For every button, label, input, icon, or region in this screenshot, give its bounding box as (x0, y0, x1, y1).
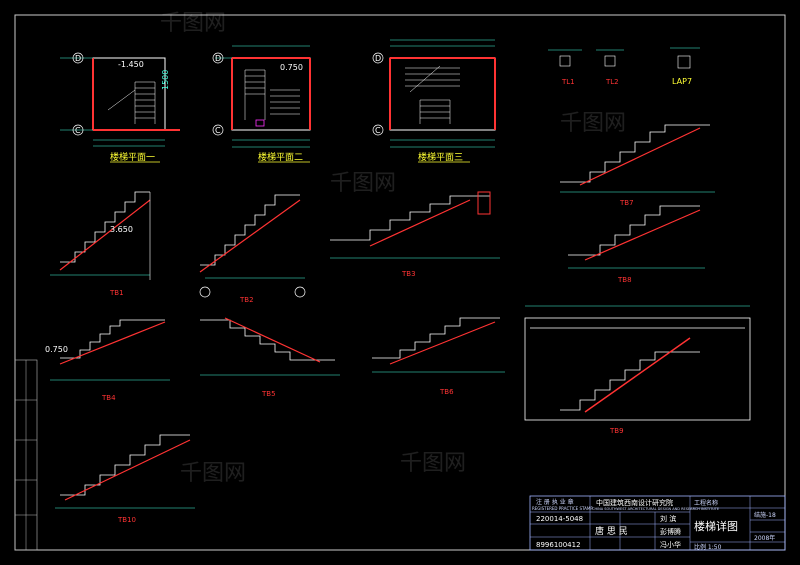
grid-label-d-2: D (215, 54, 221, 63)
plan-3-title: 楼梯平面三 (418, 151, 463, 163)
section-label-tb1: TB1 (109, 289, 124, 297)
watermark-1: 千图网 (160, 11, 226, 36)
svg-text:-1.450: -1.450 (118, 60, 144, 69)
watermarks: 千图网 千图网 千图网 千图网 千图网 (160, 11, 626, 486)
svg-text:TL2: TL2 (605, 78, 619, 86)
drawing-title: 楼梯详图 (694, 519, 738, 533)
section-label-tb6: TB6 (439, 388, 454, 396)
svg-text:TL1: TL1 (561, 78, 575, 86)
watermark-2: 千图网 (330, 171, 396, 196)
section-tb1: 3.650 TB1 (50, 191, 151, 297)
section-label-tb7: TB7 (619, 199, 634, 207)
section-tb3: TB3 (330, 191, 500, 278)
svg-text:3.650: 3.650 (110, 225, 133, 234)
svg-text:0.750: 0.750 (280, 63, 303, 72)
drawer-name: 冯小华 (660, 540, 681, 549)
watermark-3: 千图网 (560, 111, 626, 136)
grid-label-d-3: D (375, 54, 381, 63)
scale-note: 比例 1:50 (694, 543, 722, 551)
stamp-title: 注 册 执 业 章 (536, 498, 574, 506)
stamp-title-en: REGISTERED PRACTICE STAMP (532, 506, 593, 511)
section-tb5: TB5 (200, 317, 340, 398)
reg-number: 8996100412 (536, 541, 581, 549)
section-tb2: TB2 (199, 194, 306, 304)
section-label-tb10: TB10 (117, 516, 136, 524)
title-block: 注 册 执 业 章 REGISTERED PRACTICE STAMP 2200… (529, 495, 786, 551)
institute-name: 中国建筑西南设计研究院 (596, 498, 673, 507)
section-label-tb5: TB5 (261, 390, 276, 398)
section-label-tb4: TB4 (101, 394, 116, 402)
drawing-border (14, 14, 786, 551)
section-label-tb2: TB2 (239, 296, 254, 304)
engineer-name: 唐 思 民 (595, 525, 628, 537)
grid-label-c-1: C (75, 126, 81, 135)
section-label-tb9: TB9 (609, 427, 624, 435)
svg-text:0.750: 0.750 (45, 345, 68, 354)
section-tb10: TB10 (55, 434, 195, 524)
designer-name: 彭博腾 (660, 527, 681, 536)
section-tb6: TB6 (372, 317, 505, 396)
svg-text:LAP7: LAP7 (672, 77, 692, 86)
svg-text:1500: 1500 (161, 70, 170, 90)
section-tb8: TB8 (568, 205, 705, 284)
reviewer-name: 刘 滨 (660, 514, 676, 523)
cert-number: 220014-5048 (536, 515, 583, 523)
grid-label-d-1: D (75, 54, 81, 63)
watermark-4: 千图网 (180, 461, 246, 486)
section-label-tb8: TB8 (617, 276, 632, 284)
stair-plan-1: -1.450 1500 D C 楼梯平面一 (60, 52, 180, 163)
stair-plan-3: D C 楼梯平面三 (372, 39, 496, 163)
stair-plan-2: 0.750 D C 楼梯平面二 (212, 45, 311, 163)
section-tb4: 0.750 TB4 (45, 319, 170, 402)
binding-strip-lines (15, 360, 37, 550)
section-tb7: TB7 (560, 124, 715, 207)
institute-name-en: CHINA SOUTHWEST ARCHITECTURAL DESIGN AND… (592, 507, 719, 511)
grid-label-c-2: C (215, 126, 221, 135)
section-tb9: TB9 (524, 305, 751, 435)
drawing-date: 2008年 (754, 534, 775, 542)
project-label: 工程名称 (694, 499, 718, 507)
grid-label-c-3: C (375, 126, 381, 135)
plan-1-title: 楼梯平面一 (110, 151, 155, 163)
section-label-tb3: TB3 (401, 270, 416, 278)
sheet-number: 结施-18 (754, 511, 776, 519)
watermark-5: 千图网 (400, 451, 466, 476)
plan-2-title: 楼梯平面二 (258, 151, 303, 163)
detail-sections-small (548, 47, 700, 69)
